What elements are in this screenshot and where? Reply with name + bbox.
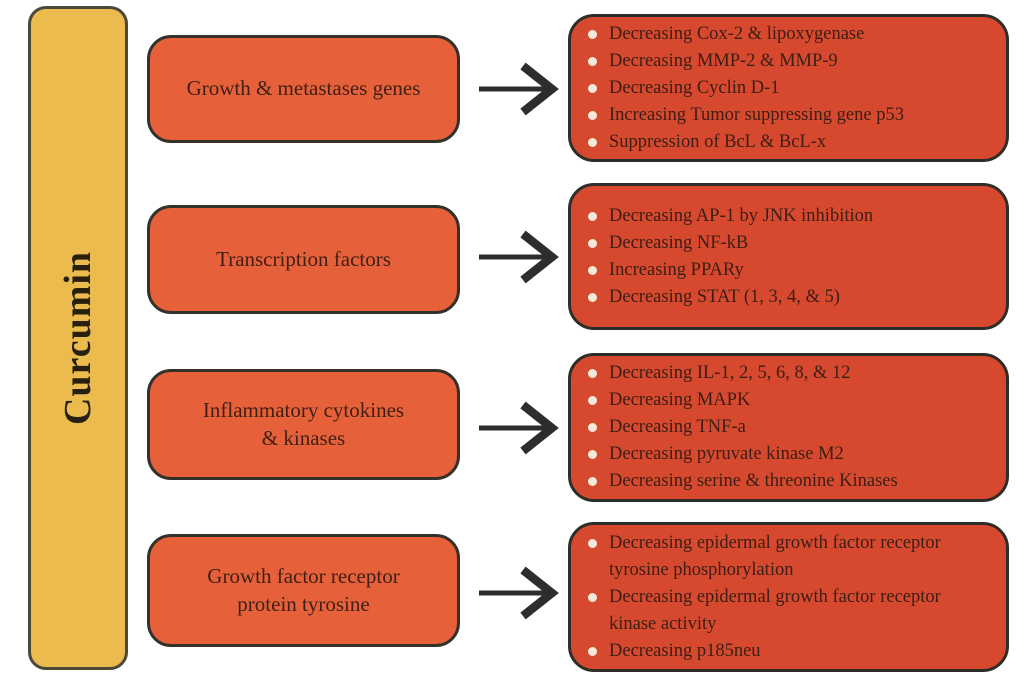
effect-item: Decreasing serine & threonine Kinases [587, 468, 986, 495]
effect-item: Decreasing epidermal growth factor recep… [587, 584, 986, 638]
effects-box-growth-factor-receptor: Decreasing epidermal growth factor recep… [568, 522, 1009, 672]
category-box-growth-factor-receptor: Growth factor receptor protein tyrosine [147, 534, 460, 647]
effect-text: Suppression of BcL & BcL-x [609, 131, 827, 152]
effect-item: Decreasing MAPK [587, 387, 986, 414]
bullet-dot-icon [588, 292, 597, 302]
category-label-line: Growth factor receptor [207, 563, 400, 588]
effect-text: Decreasing epidermal growth factor recep… [609, 586, 941, 634]
effect-text: Decreasing STAT (1, 3, 4, & 5) [609, 286, 840, 307]
effect-text: Decreasing Cyclin D-1 [609, 77, 780, 98]
effect-text: Decreasing MAPK [609, 390, 751, 410]
bullet-dot-icon [588, 477, 597, 486]
effect-text: Decreasing AP-1 by JNK inhibition [609, 205, 874, 226]
bullet-dot-icon [588, 265, 597, 275]
effect-item: Decreasing Cyclin D-1 [587, 75, 986, 102]
bullet-dot-icon [588, 538, 597, 548]
category-box-growth-metastases-genes: Growth & metastases genes [147, 35, 460, 143]
effect-item: Increasing Tumor suppressing gene p53 [587, 102, 986, 129]
effects-box-transcription-factors: Decreasing AP-1 by JNK inhibition Decrea… [568, 183, 1009, 330]
bullet-dot-icon [588, 646, 597, 656]
curcumin-label: Curcumin [57, 250, 100, 426]
effects-list: Decreasing epidermal growth factor recep… [571, 530, 1006, 665]
effect-item: Decreasing pyruvate kinase M2 [587, 441, 986, 468]
bullet-dot-icon [588, 369, 597, 378]
bullet-dot-icon [588, 450, 597, 459]
arrow-right-icon [476, 229, 560, 285]
category-box-transcription-factors: Transcription factors [147, 205, 460, 314]
effect-text: Decreasing MMP-2 & MMP-9 [609, 50, 838, 71]
effect-text: Decreasing IL-1, 2, 5, 6, 8, & 12 [609, 363, 851, 383]
effect-text: Decreasing epidermal growth factor recep… [609, 532, 941, 580]
effect-text: Decreasing pyruvate kinase M2 [609, 444, 844, 464]
effect-text: Increasing Tumor suppressing gene p53 [609, 104, 904, 125]
curcumin-source-box: Curcumin [28, 6, 128, 670]
bullet-dot-icon [588, 56, 597, 66]
bullet-dot-icon [588, 423, 597, 432]
category-label-line: Growth & metastases genes [186, 76, 421, 101]
effects-list: Decreasing Cox-2 & lipoxygenase Decreasi… [571, 21, 1006, 156]
effect-text: Decreasing serine & threonine Kinases [609, 471, 898, 491]
effect-text: Decreasing NF-kB [609, 232, 749, 253]
effect-text: Decreasing p185neu [609, 640, 761, 661]
category-label-line: Inflammatory cytokines [202, 397, 405, 422]
bullet-dot-icon [588, 211, 597, 221]
bullet-dot-icon [588, 29, 597, 39]
effect-item: Decreasing STAT (1, 3, 4, & 5) [587, 284, 986, 311]
effect-item: Decreasing MMP-2 & MMP-9 [587, 48, 986, 75]
effect-item: Decreasing Cox-2 & lipoxygenase [587, 21, 986, 48]
effect-item: Decreasing NF-kB [587, 230, 986, 257]
effect-item: Suppression of BcL & BcL-x [587, 129, 986, 156]
effect-item: Decreasing TNF-a [587, 414, 986, 441]
effect-text: Increasing PPARy [609, 259, 744, 280]
effect-text: Decreasing Cox-2 & lipoxygenase [609, 23, 865, 44]
bullet-dot-icon [588, 238, 597, 248]
effect-item: Decreasing p185neu [587, 638, 986, 665]
category-label-line: protein tyrosine [237, 591, 370, 616]
effects-box-growth-metastases-genes: Decreasing Cox-2 & lipoxygenase Decreasi… [568, 14, 1009, 162]
category-label-line: & kinases [261, 425, 346, 450]
arrow-right-icon [476, 61, 560, 117]
effects-list: Decreasing AP-1 by JNK inhibition Decrea… [571, 203, 1006, 311]
bullet-dot-icon [588, 110, 597, 120]
bullet-dot-icon [588, 83, 597, 93]
category-label-line: Transcription factors [216, 246, 391, 271]
effect-item: Decreasing epidermal growth factor recep… [587, 530, 986, 584]
effects-list: Decreasing IL-1, 2, 5, 6, 8, & 12 Decrea… [571, 360, 1006, 495]
effect-text: Decreasing TNF-a [609, 417, 746, 437]
effect-item: Decreasing AP-1 by JNK inhibition [587, 203, 986, 230]
bullet-dot-icon [588, 592, 597, 602]
effect-item: Increasing PPARy [587, 257, 986, 284]
arrow-right-icon [476, 565, 560, 621]
arrow-right-icon [476, 400, 560, 456]
effects-box-inflammatory-cytokines-kinases: Decreasing IL-1, 2, 5, 6, 8, & 12 Decrea… [568, 353, 1009, 502]
effect-item: Decreasing IL-1, 2, 5, 6, 8, & 12 [587, 360, 986, 387]
bullet-dot-icon [588, 396, 597, 405]
category-box-inflammatory-cytokines-kinases: Inflammatory cytokines & kinases [147, 369, 460, 480]
bullet-dot-icon [588, 137, 597, 147]
